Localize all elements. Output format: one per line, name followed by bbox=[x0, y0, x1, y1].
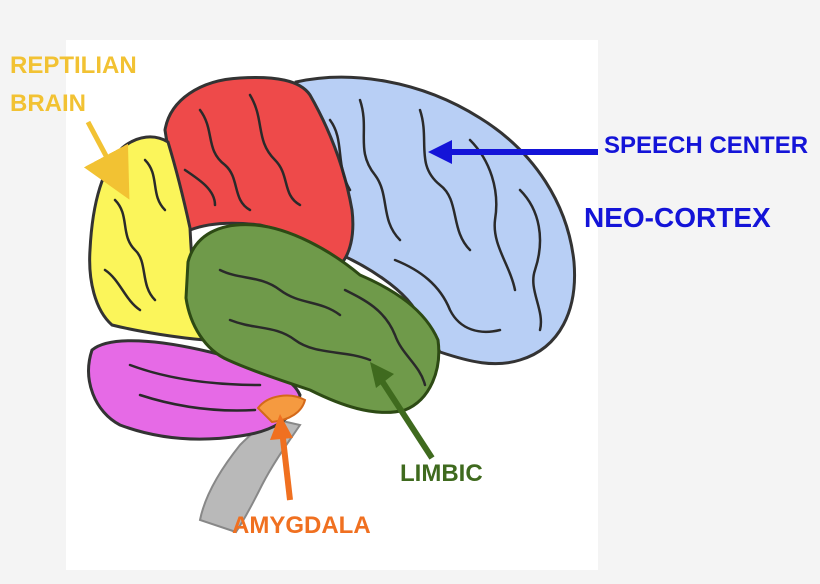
reptilian-brain-label-line2: BRAIN bbox=[10, 90, 86, 117]
speech-center-label: SPEECH CENTER bbox=[604, 132, 809, 159]
speech-arrow bbox=[428, 140, 598, 164]
reptilian-brain-label-line1: REPTILIAN bbox=[10, 52, 137, 79]
amygdala-label: AMYGDALA bbox=[232, 512, 371, 539]
neo-cortex-label: NEO-CORTEX bbox=[584, 202, 771, 233]
brainstem bbox=[198, 418, 302, 534]
brain-folds bbox=[103, 93, 543, 412]
limbic-arrow bbox=[370, 362, 435, 460]
reptilian-arrow bbox=[83, 120, 130, 200]
amygdala-arrow bbox=[270, 414, 293, 501]
limbic-label: LIMBIC bbox=[400, 460, 483, 487]
